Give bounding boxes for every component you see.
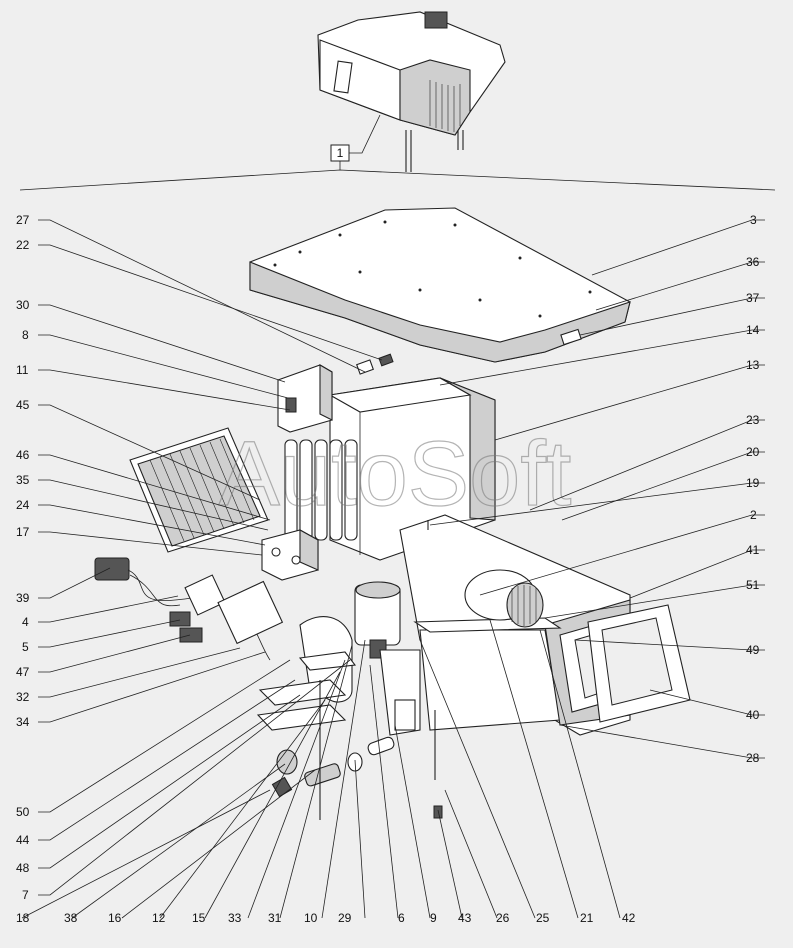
callout-2: 2 <box>750 508 757 522</box>
callout-11: 11 <box>16 363 29 377</box>
callout-16: 16 <box>108 911 122 925</box>
callout-4: 4 <box>22 615 29 629</box>
callout-43: 43 <box>458 911 472 925</box>
coolant-pump <box>354 581 401 659</box>
callout-29: 29 <box>338 911 352 925</box>
callout-30: 30 <box>16 298 30 312</box>
top-cover-plate <box>249 207 631 363</box>
inlet-frame-outer <box>587 604 691 723</box>
callout-13: 13 <box>746 358 760 372</box>
assembled-unit-illustration <box>317 11 506 172</box>
callout-37: 37 <box>746 291 760 305</box>
callout-50: 50 <box>16 805 30 819</box>
callout-labels: 27 22 30 8 11 45 46 35 24 17 39 4 5 47 3… <box>16 213 760 925</box>
callout-34: 34 <box>16 715 30 729</box>
small-clip-parts <box>356 353 394 375</box>
callout-18: 18 <box>16 911 30 925</box>
callout-33: 33 <box>228 911 242 925</box>
callout-42: 42 <box>622 911 636 925</box>
callout-21: 21 <box>580 911 594 925</box>
callout-28: 28 <box>746 751 760 765</box>
callout-39: 39 <box>16 591 30 605</box>
callout-3: 3 <box>750 213 757 227</box>
callout-9: 9 <box>430 911 437 925</box>
callout-46: 46 <box>16 448 30 462</box>
wiring-harness <box>94 557 284 661</box>
callout-49: 49 <box>746 643 760 657</box>
callout-44: 44 <box>16 833 30 847</box>
callout-8: 8 <box>22 328 29 342</box>
callout-47: 47 <box>16 665 30 679</box>
callout-32: 32 <box>16 690 30 704</box>
callout-25: 25 <box>536 911 550 925</box>
mounting-studs <box>319 520 436 820</box>
callout-36: 36 <box>746 255 760 269</box>
callout-20: 20 <box>746 445 760 459</box>
callout-7: 7 <box>22 888 29 902</box>
callout-51: 51 <box>746 578 760 592</box>
heater-core-tubes <box>284 439 358 541</box>
watermark-text: AutoSoft <box>219 423 572 525</box>
gasket-plates <box>256 651 357 731</box>
assembly-label: 1 <box>337 146 344 160</box>
callout-24: 24 <box>16 498 30 512</box>
callout-48: 48 <box>16 861 30 875</box>
callout-6: 6 <box>398 911 405 925</box>
callout-35: 35 <box>16 473 30 487</box>
mounting-bracket <box>277 364 333 433</box>
air-filter <box>129 427 269 553</box>
heater-core-housing <box>328 377 496 561</box>
callout-14: 14 <box>746 323 760 337</box>
callout-12: 12 <box>152 911 166 925</box>
callout-45: 45 <box>16 398 30 412</box>
callout-23: 23 <box>746 413 760 427</box>
group-bracket <box>19 169 776 191</box>
leader-lines <box>21 219 765 919</box>
callout-31: 31 <box>268 911 282 925</box>
callout-38: 38 <box>64 911 78 925</box>
callout-22: 22 <box>16 238 30 252</box>
blower-motor <box>464 569 544 628</box>
callout-27: 27 <box>16 213 30 227</box>
callout-5: 5 <box>22 640 29 654</box>
callout-10: 10 <box>304 911 318 925</box>
callout-26: 26 <box>496 911 510 925</box>
callout-40: 40 <box>746 708 760 722</box>
callout-19: 19 <box>746 476 760 490</box>
callout-41: 41 <box>746 543 760 557</box>
callout-17: 17 <box>16 525 30 539</box>
valve-block <box>261 529 319 581</box>
callout-15: 15 <box>192 911 206 925</box>
